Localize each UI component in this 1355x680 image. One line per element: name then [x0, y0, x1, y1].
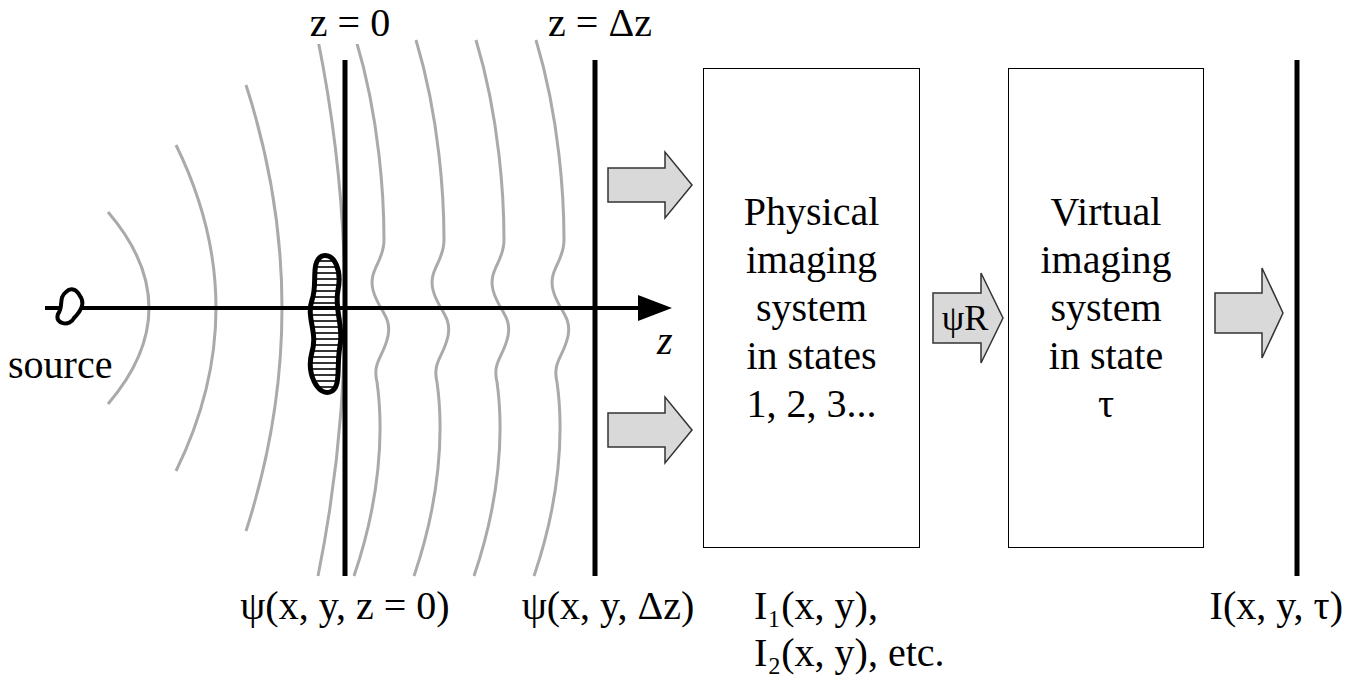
plane-line	[593, 60, 598, 576]
sample-object	[310, 255, 341, 392]
box-text: Virtual imaging system in state τ	[1037, 188, 1175, 428]
box-text: Physical imaging system in states 1, 2, …	[737, 188, 887, 428]
annotation-label: z	[655, 320, 675, 362]
block-arrow	[608, 152, 692, 218]
block-arrow	[1215, 268, 1283, 358]
annotation-label: ψ(x, y, z = 0)	[238, 585, 451, 627]
process-box: Physical imaging system in states 1, 2, …	[703, 68, 920, 548]
block-arrow	[608, 397, 692, 463]
source-blob	[57, 289, 82, 323]
annotation-label: I₁(x, y),	[752, 585, 880, 627]
plane-line	[343, 60, 348, 576]
annotation-label: source	[6, 344, 114, 386]
detector-line	[1295, 60, 1300, 576]
edge-label: ψR	[942, 300, 989, 336]
block-arrow-connector	[933, 273, 1003, 363]
annotation-label: z = Δz	[546, 2, 654, 44]
annotation-label: I(x, y, τ)	[1208, 585, 1345, 627]
axis-arrowhead	[638, 295, 672, 321]
process-box: Virtual imaging system in state τ	[1008, 68, 1204, 548]
annotation-label: z = 0	[308, 2, 392, 44]
annotation-label: I₂(x, y), etc.	[752, 632, 947, 674]
annotation-label: ψ(x, y, Δz)	[520, 585, 697, 627]
